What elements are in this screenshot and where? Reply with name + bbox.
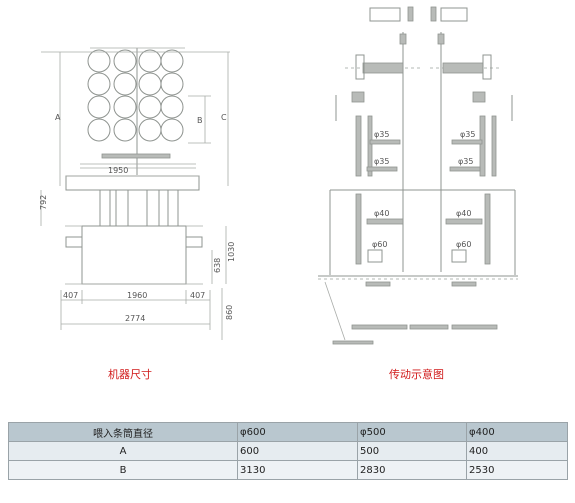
caption-transmission-diagram: 传动示意图: [389, 368, 444, 381]
dim-2774: 2774: [125, 314, 145, 323]
table-header-cell: φ500: [357, 422, 467, 442]
creel-can-circles: [87, 49, 184, 142]
label-phi60-2: φ60: [456, 240, 471, 249]
machine-dimension-drawing: A B C 1950 792 638 1030 407 1960 407 277…: [39, 47, 236, 340]
table-row: A 600 500 400: [8, 441, 568, 461]
table-cell: 500: [357, 441, 467, 461]
table-cell: A: [8, 441, 238, 461]
label-phi60-1: φ60: [372, 240, 387, 249]
transmission-schematic: φ35 φ35 φ35 φ35 φ40 φ40 φ60 φ60: [318, 6, 518, 345]
table-row: B 3130 2830 2530: [8, 460, 568, 480]
spec-table: 喂入条筒直径 φ600 φ500 φ400 A 600 500 400 B 31…: [8, 422, 568, 480]
table-cell: B: [8, 460, 238, 480]
table-header-cell: 喂入条筒直径: [8, 422, 238, 442]
table-header-row: 喂入条筒直径 φ600 φ500 φ400: [8, 422, 568, 442]
label-phi40-1: φ40: [374, 209, 389, 218]
table-cell: 2830: [357, 460, 467, 480]
table-header-cell: φ600: [237, 422, 358, 442]
dim-label-b: B: [197, 116, 203, 125]
dim-1960: 1960: [127, 291, 147, 300]
dim-792: 792: [39, 195, 48, 210]
dim-407-right: 407: [190, 291, 205, 300]
table-cell: 600: [237, 441, 358, 461]
caption-machine-dimensions: 机器尺寸: [108, 368, 152, 381]
dim-860: 860: [225, 305, 234, 320]
machine-drawings: A B C 1950 792 638 1030 407 1960 407 277…: [39, 6, 518, 345]
table-cell: 400: [466, 441, 568, 461]
dim-label-c: C: [221, 113, 227, 122]
dim-638: 638: [213, 258, 222, 273]
label-phi35-2: φ35: [460, 130, 475, 139]
table-header-cell: φ400: [466, 422, 568, 442]
label-phi35-4: φ35: [458, 157, 473, 166]
table-cell: 3130: [237, 460, 358, 480]
dim-1030: 1030: [227, 242, 236, 262]
dim-1950: 1950: [108, 166, 128, 175]
dim-label-a: A: [55, 113, 61, 122]
label-phi40-2: φ40: [456, 209, 471, 218]
table-cell: 2530: [466, 460, 568, 480]
dim-407-left: 407: [63, 291, 78, 300]
label-phi35-1: φ35: [374, 130, 389, 139]
label-phi35-3: φ35: [374, 157, 389, 166]
